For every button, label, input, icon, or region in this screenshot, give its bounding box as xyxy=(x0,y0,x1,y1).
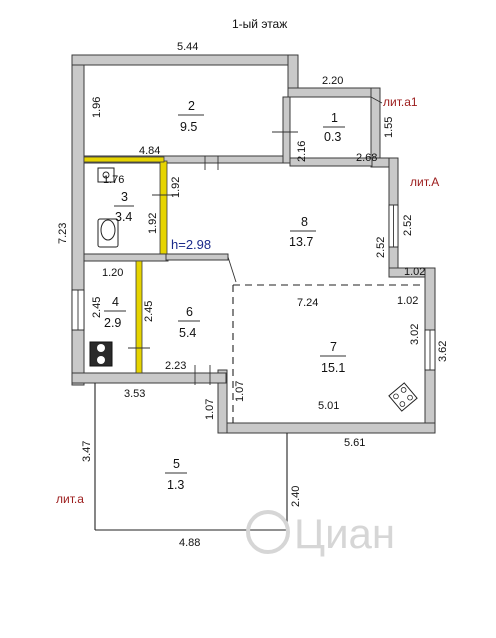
room-5-outline xyxy=(94,383,288,531)
room-7-area: 15.1 xyxy=(321,361,345,375)
dim-1-92-a: 1.92 xyxy=(170,177,182,198)
stove-icon xyxy=(89,341,113,367)
dim-1-07-b: 1.07 xyxy=(204,399,216,420)
watermark-text: Циан xyxy=(294,510,395,557)
dim-4-88: 4.88 xyxy=(179,537,200,549)
dim-5-01: 5.01 xyxy=(318,400,339,412)
dim-3-02: 3.02 xyxy=(409,324,421,345)
room-2-area: 9.5 xyxy=(180,120,197,134)
height-note: h=2.98 xyxy=(171,237,211,252)
dim-2-20: 2.20 xyxy=(322,75,343,87)
room-5-area: 1.3 xyxy=(167,478,184,492)
room-7-number: 7 xyxy=(330,340,337,354)
dim-1-76: 1.76 xyxy=(103,174,124,186)
dim-7-24: 7.24 xyxy=(297,297,318,309)
dimension-labels: 5.44 2.20 1.96 1.55 2.16 4.84 2.68 1.76 … xyxy=(57,41,449,549)
dim-1-92-b: 1.92 xyxy=(147,213,159,234)
dim-1-96: 1.96 xyxy=(91,97,103,118)
dim-3-62: 3.62 xyxy=(437,341,449,362)
sink-icon xyxy=(97,167,115,183)
room-8-number: 8 xyxy=(301,215,308,229)
room-labels: 1 0.3 2 9.5 3 3.4 4 2.9 5 1.3 6 5.4 7 15… xyxy=(104,99,346,492)
windows xyxy=(71,204,436,371)
room-4-area: 2.9 xyxy=(104,316,121,330)
room-5-number: 5 xyxy=(173,457,180,471)
room-8-area: 13.7 xyxy=(289,235,313,249)
dim-1-55: 1.55 xyxy=(383,117,395,138)
room-3-area: 3.4 xyxy=(115,210,132,224)
room-6-area: 5.4 xyxy=(179,326,196,340)
room-2-number: 2 xyxy=(188,99,195,113)
dim-2-52-b: 2.52 xyxy=(375,237,387,258)
dim-3-47: 3.47 xyxy=(81,441,93,462)
dim-1-20: 1.20 xyxy=(102,267,123,279)
lit-a-label: лит.а xyxy=(56,492,84,506)
stove-icon xyxy=(388,382,418,412)
window-room-8 xyxy=(388,204,399,248)
dim-1-02-a: 1.02 xyxy=(404,266,425,278)
room-1-number: 1 xyxy=(331,111,338,125)
dim-2-23: 2.23 xyxy=(165,360,186,372)
lit-a1-leader xyxy=(370,96,383,104)
lit-a1-label: лит.а1 xyxy=(383,95,418,109)
watermark: Циан xyxy=(246,510,395,557)
dim-5-44: 5.44 xyxy=(177,41,198,53)
room-4-number: 4 xyxy=(112,295,119,309)
dim-2-52-a: 2.52 xyxy=(402,215,414,236)
dim-7-23: 7.23 xyxy=(57,223,69,244)
dim-2-45-b: 2.45 xyxy=(143,301,155,322)
dim-2-16: 2.16 xyxy=(296,141,308,162)
interior-partitions xyxy=(83,96,425,423)
dim-3-53: 3.53 xyxy=(124,388,145,400)
dim-1-07-a: 1.07 xyxy=(234,381,246,402)
room-6-number: 6 xyxy=(186,305,193,319)
lit-A-label: лит.А xyxy=(410,175,439,189)
dim-2-40: 2.40 xyxy=(290,486,302,507)
floor-title: 1-ый этаж xyxy=(232,17,287,31)
room-3-number: 3 xyxy=(121,190,128,204)
dim-4-84: 4.84 xyxy=(139,145,160,157)
door-marks xyxy=(128,131,298,385)
dim-2-68: 2.68 xyxy=(356,152,377,164)
window-room-4 xyxy=(71,289,85,331)
dim-2-45-a: 2.45 xyxy=(91,297,103,318)
window-room-7 xyxy=(424,329,436,371)
dim-5-61: 5.61 xyxy=(344,437,365,449)
toilet-icon xyxy=(97,218,119,248)
dim-1-02-b: 1.02 xyxy=(397,295,418,307)
room-1-area: 0.3 xyxy=(324,130,341,144)
